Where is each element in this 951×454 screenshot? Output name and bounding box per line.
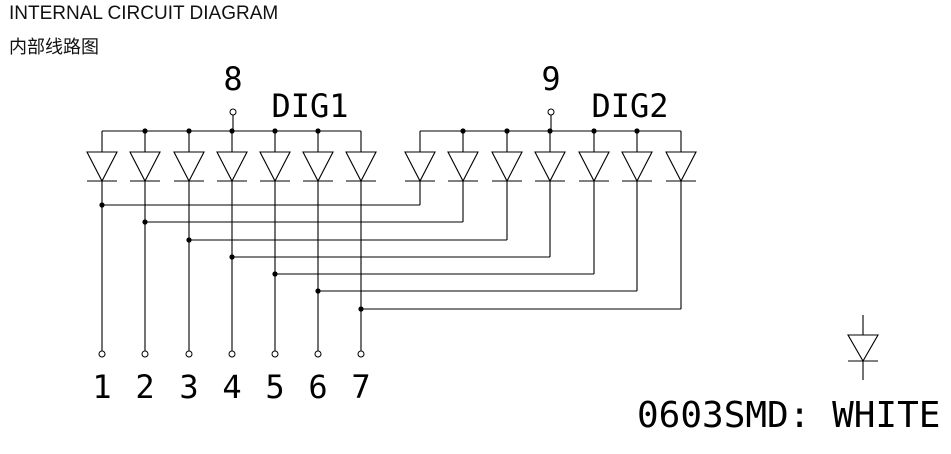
pin-1-terminal (98, 350, 106, 358)
pin-7-terminal (357, 350, 365, 358)
diode-triangle (173, 151, 205, 183)
dig2-led-5 (578, 151, 610, 183)
dig1-label: DIG1 (271, 87, 348, 125)
legend-led-icon (847, 334, 879, 363)
dig1-common-pin-number: 8 (223, 60, 242, 98)
dig1-common-pin (229, 108, 237, 116)
diode-triangle (534, 151, 566, 183)
pin-4-label: 4 (222, 368, 241, 406)
junction-dot (229, 254, 235, 260)
pin-5-label: 5 (265, 368, 284, 406)
junction-dot (272, 271, 278, 277)
diagram-subtitle: 内部线路图 (9, 37, 99, 58)
dig1-led-7 (345, 151, 377, 183)
junction-dot (358, 306, 364, 312)
dig1-led-4 (216, 151, 248, 183)
diagram-title: INTERNAL CIRCUIT DIAGRAM (9, 3, 279, 24)
components (86, 108, 879, 363)
dig1-led-1 (86, 151, 118, 183)
dig2-led-1 (404, 151, 436, 183)
diode-triangle (621, 151, 653, 183)
diode-triangle (259, 151, 291, 183)
junction-dot (591, 128, 597, 134)
pin-5-terminal (271, 350, 279, 358)
pin-1-label: 1 (92, 368, 111, 406)
pin-4-terminal (228, 350, 236, 358)
junction-dot (229, 128, 235, 134)
dig2-led-7 (665, 151, 697, 183)
dig1-led-3 (173, 151, 205, 183)
pin-6-terminal (314, 350, 322, 358)
pin-3-label: 3 (179, 368, 198, 406)
dig2-led-4 (534, 151, 566, 183)
dig2-common-pin (547, 108, 555, 116)
dig2-led-6 (621, 151, 653, 183)
diode-triangle (216, 151, 248, 183)
diode-triangle (578, 151, 610, 183)
junction-dot (315, 288, 321, 294)
led-type-legend: 0603SMD: WHITE (637, 395, 940, 436)
junction-dot (460, 128, 466, 134)
junction-dot (142, 219, 148, 225)
dig1-led-5 (259, 151, 291, 183)
junction-dot (315, 128, 321, 134)
pin-2-terminal (141, 350, 149, 358)
junction-dot (186, 237, 192, 243)
junction-dot (272, 128, 278, 134)
diode-triangle (447, 151, 479, 183)
pin-7-label: 7 (351, 368, 370, 406)
dig2-common-pin-number: 9 (541, 60, 560, 98)
junction-dot (634, 128, 640, 134)
diode-triangle (129, 151, 161, 183)
diode-triangle (665, 151, 697, 183)
pin-6-label: 6 (308, 368, 327, 406)
junction-dot (186, 128, 192, 134)
dig1-led-2 (129, 151, 161, 183)
dig1-led-6 (302, 151, 334, 183)
diode-triangle (345, 151, 377, 183)
junction-dot (142, 128, 148, 134)
dig2-label: DIG2 (591, 87, 668, 125)
diode-triangle (491, 151, 523, 183)
diode-triangle (86, 151, 118, 183)
diode-triangle (302, 151, 334, 183)
diode-triangle (404, 151, 436, 183)
pin-2-label: 2 (135, 368, 154, 406)
junction-dot (504, 128, 510, 134)
junction-dot (99, 202, 105, 208)
dig2-led-3 (491, 151, 523, 183)
junction-dot (547, 128, 553, 134)
pin-3-terminal (185, 350, 193, 358)
dig2-led-2 (447, 151, 479, 183)
